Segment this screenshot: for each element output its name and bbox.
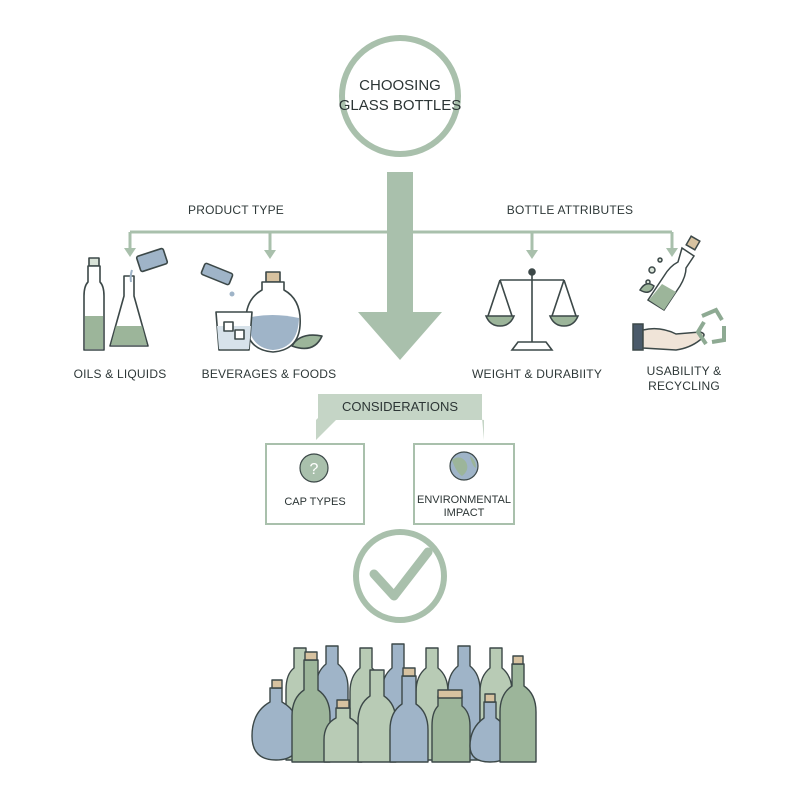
beverage-jar-icon: [200, 262, 323, 353]
considerations-arrows: [316, 418, 484, 440]
title-line-2: GLASS BOTTLES: [338, 97, 462, 114]
considerations-banner: [318, 394, 482, 420]
hand-icon: [642, 327, 705, 351]
considerations-label: CONSIDERATIONS: [341, 399, 459, 414]
svg-text:?: ?: [310, 461, 319, 478]
branch-arrowheads: [124, 248, 678, 259]
usability-line-2: RECYCLING: [648, 379, 720, 393]
checkmark-icon: [353, 529, 447, 623]
environmental-line-2: IMPACT: [443, 507, 485, 519]
branch-lines: [128, 230, 674, 252]
weight-durability-label: WEIGHT & DURABIITY: [471, 367, 603, 381]
title-line-1: CHOOSING: [359, 77, 441, 94]
beverages-foods-label: BEVERAGES & FOODS: [201, 367, 337, 381]
oil-bottles-icon: [83, 247, 169, 351]
usability-line-1: USABILITY &: [646, 364, 722, 378]
bottle-attributes-label: BOTTLE ATTRIBUTES: [506, 203, 634, 217]
title-circle: [339, 35, 461, 157]
question-icon: ?: [299, 453, 329, 483]
title-label: CHOOSING GLASS BOTTLES: [330, 76, 470, 116]
cap-types-label: CAP TYPES: [284, 496, 346, 508]
usability-recycling-label: USABILITY & RECYCLING: [624, 364, 744, 394]
bottle-cluster: [251, 643, 537, 763]
scale-icon: [484, 268, 580, 351]
environmental-impact-label: ENVIRONMENTAL IMPACT: [414, 494, 514, 520]
recycle-icon: [632, 235, 726, 351]
environmental-line-1: ENVIRONMENTAL: [417, 494, 511, 506]
product-type-label: PRODUCT TYPE: [188, 203, 284, 217]
oils-liquids-label: OILS & LIQUIDS: [73, 367, 167, 381]
globe-icon: [449, 451, 479, 481]
main-down-arrow: [358, 172, 442, 360]
